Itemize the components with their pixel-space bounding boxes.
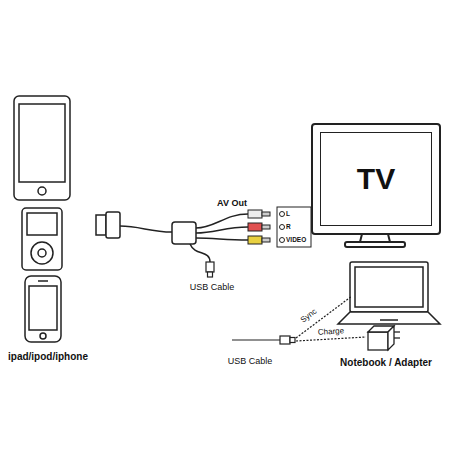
usb-plug: [206, 262, 214, 277]
usb-cable-2-part: [232, 339, 280, 340]
rca-plug-part: [248, 236, 262, 244]
ipod-figure: [22, 208, 62, 270]
cable-wire-part: [190, 244, 210, 262]
rca-plug-part: [262, 238, 270, 242]
iphone-figure-part: [29, 286, 57, 330]
tv-screen: TV: [320, 132, 432, 226]
dock-connector: [96, 212, 120, 238]
usb-cable-2-part: [296, 337, 366, 341]
ipod-figure-part: [27, 213, 57, 235]
notebook-figure-part: [380, 319, 398, 321]
rca-plug-part: [248, 210, 262, 218]
usb-cable-2-part: [296, 296, 352, 338]
iphone-figure: [25, 276, 61, 342]
node-text: TV: [357, 164, 395, 194]
cable-label: USB Cable: [190, 283, 235, 292]
cable-label: USB Cable: [228, 357, 273, 366]
rca-plug-part: [248, 223, 262, 231]
device-label: Notebook / Adapter: [340, 358, 432, 368]
cable-wire: [120, 214, 248, 262]
tv-frame-part: [345, 242, 405, 247]
tv-frame-part: [312, 124, 440, 234]
ipad-figure-part: [38, 187, 46, 195]
cable-wire-part: [196, 238, 248, 240]
usb-plug-part: [208, 272, 213, 277]
rca-plug-part: [262, 212, 270, 216]
adapter-figure-part: [394, 337, 400, 338]
notebook-figure-part: [338, 312, 440, 324]
notebook-figure-part: [355, 267, 423, 307]
dock-connector-part: [106, 212, 120, 238]
ipod-figure-part: [31, 242, 53, 264]
iphone-figure-part: [25, 276, 61, 342]
notebook-figure: [338, 262, 440, 324]
signal-name: L: [286, 211, 290, 218]
av-port-panel-part: [280, 225, 285, 230]
adapter-figure-part: [388, 326, 394, 350]
signal-name: R: [286, 224, 291, 231]
av-port-panel-part: [280, 238, 285, 243]
tv-frame: [312, 124, 440, 247]
adapter-figure: [368, 326, 400, 350]
ipad-figure-part: [14, 96, 70, 200]
line-label: Sync: [299, 307, 320, 325]
ipad-figure-part: [19, 104, 65, 182]
cable-wire-part: [120, 226, 172, 232]
notebook-figure-part: [350, 262, 428, 312]
usb-plug-part: [206, 262, 214, 272]
usb-cable-2-part: [290, 338, 295, 343]
rca-plug: [248, 210, 270, 244]
dock-connector-part: [96, 215, 106, 235]
av-port-panel-part: [277, 207, 311, 247]
iphone-figure-part: [38, 280, 48, 282]
adapter-figure-part: [394, 331, 400, 332]
cable-wire-part: [196, 214, 248, 228]
iphone-figure-part: [40, 333, 46, 339]
tv-frame-part: [360, 234, 390, 242]
ipad-figure: [14, 96, 70, 200]
ipod-figure-part: [38, 249, 46, 257]
usb-cable-2: [232, 296, 366, 344]
splitter-box: [172, 222, 196, 244]
splitter-box-part: [172, 222, 196, 244]
usb-cable-2-part: [280, 336, 290, 344]
cable-wire-part: [196, 227, 248, 233]
port-label: AV Out: [217, 199, 247, 208]
adapter-figure-part: [368, 332, 388, 350]
signal-name: VIDEO: [286, 237, 306, 244]
ipod-figure-part: [22, 208, 62, 270]
av-port-panel: [277, 207, 311, 247]
device-label: ipad/ipod/iphone: [8, 352, 88, 362]
rca-plug-part: [262, 225, 270, 229]
av-port-panel-part: [280, 212, 285, 217]
line-label: Charge: [317, 327, 346, 336]
